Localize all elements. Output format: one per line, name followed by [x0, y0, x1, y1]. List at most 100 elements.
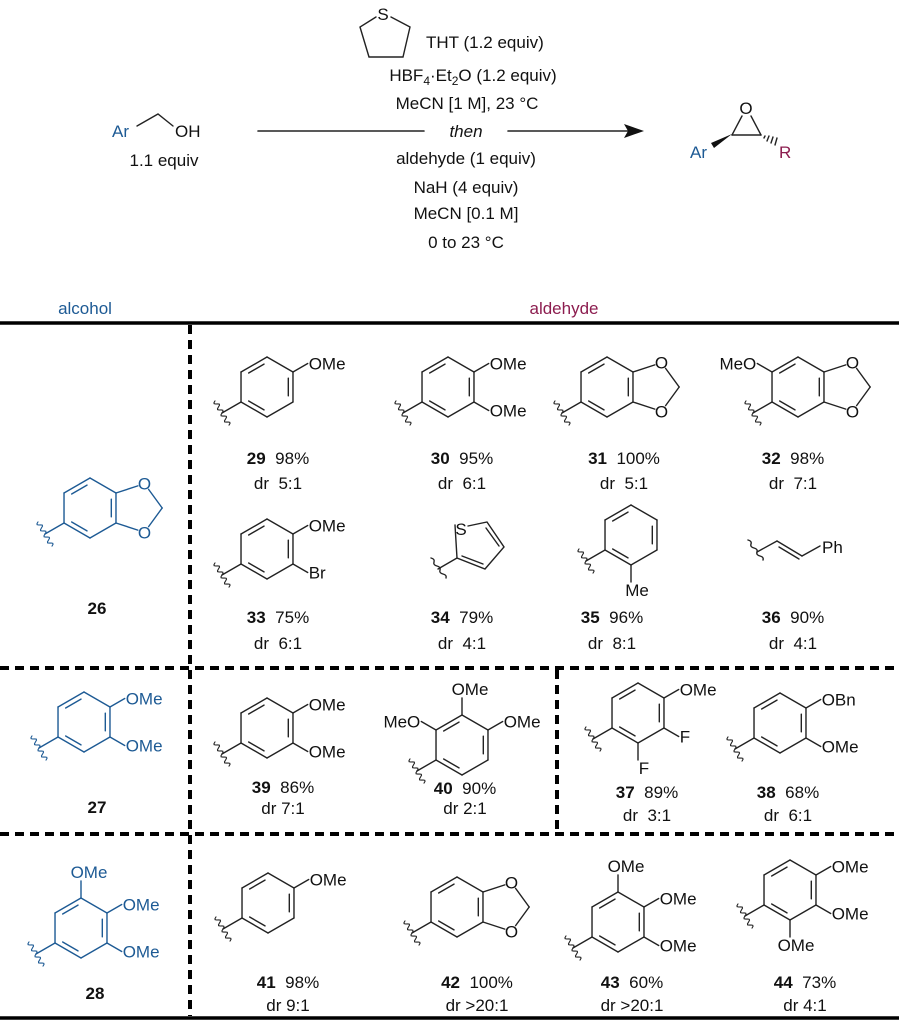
bond — [592, 727, 613, 740]
bond — [44, 522, 65, 535]
bond — [587, 363, 605, 374]
bond — [580, 356, 608, 373]
substituent-label: OMe — [309, 355, 346, 374]
bond — [473, 362, 490, 373]
tht-sulfur-atom: S — [377, 5, 388, 24]
bond — [80, 942, 108, 959]
bond — [760, 699, 778, 710]
bond — [435, 714, 463, 731]
compound-yield-line: 29 98% — [247, 449, 309, 468]
bond — [604, 549, 632, 566]
compound-yield-line: 33 75% — [247, 608, 309, 627]
bond — [823, 364, 847, 373]
substituent-label: OMe — [71, 863, 108, 882]
dr-value: dr 6:1 — [764, 806, 812, 825]
structure-34: S — [430, 520, 505, 579]
bond — [598, 935, 616, 946]
yield-value: 60% — [629, 973, 663, 992]
bond — [585, 549, 606, 562]
compound-yield-line: 40 90% — [434, 779, 496, 798]
wavy-attachment — [408, 758, 426, 784]
product-epoxide: O Ar R — [690, 99, 791, 162]
dr-value: dr 7:1 — [769, 474, 817, 493]
compound-label-27: 27 — [88, 798, 107, 817]
bond — [109, 736, 126, 747]
bond — [770, 866, 788, 877]
bond — [771, 401, 799, 418]
yield-value: 96% — [609, 608, 643, 627]
bond — [763, 904, 791, 921]
bond — [770, 903, 788, 914]
bond — [664, 386, 680, 407]
substrate-alcohol: Ar OH 1.1 equiv — [112, 113, 201, 170]
compound-number: 42 — [441, 973, 460, 992]
compound-yield-line: 37 89% — [616, 783, 678, 802]
bond — [461, 759, 489, 776]
product-ar: Ar — [690, 143, 707, 162]
substituent-label: MeO — [383, 713, 420, 732]
substituent-label: OMe — [832, 858, 869, 877]
yield-value: 68% — [785, 783, 819, 802]
compound-yield-line: 38 68% — [757, 783, 819, 802]
bond — [630, 504, 658, 521]
dr-value: dr 8:1 — [588, 634, 636, 653]
bond — [606, 401, 634, 418]
bond — [292, 703, 309, 714]
bond — [771, 356, 799, 373]
tht-label: THT (1.2 equiv) — [426, 33, 544, 52]
dr-value: dr 6:1 — [254, 634, 302, 653]
bond — [421, 401, 449, 418]
compound-label-39: 39 86%dr 7:1 — [252, 778, 314, 818]
bond — [664, 367, 680, 388]
bond — [221, 563, 242, 576]
yield-value: 73% — [802, 973, 836, 992]
substituent-label: OBn — [822, 691, 856, 710]
bond — [241, 917, 269, 934]
bond — [855, 386, 871, 407]
dr-value: dr 4:1 — [438, 634, 486, 653]
bond — [487, 720, 504, 731]
bond — [763, 859, 791, 876]
wavy-attachment — [744, 400, 762, 426]
substituent-label: OMe — [452, 680, 489, 699]
compound-label-41: 41 98%dr 9:1 — [257, 973, 319, 1015]
bond — [428, 400, 446, 411]
compound-number: 39 — [252, 778, 271, 797]
bond — [115, 522, 139, 531]
bond — [109, 697, 126, 708]
bond — [106, 942, 123, 953]
compound-yield-line: 28 — [86, 984, 105, 1003]
structure-35: Me — [577, 504, 658, 600]
bond — [447, 401, 475, 418]
bond — [57, 736, 85, 753]
bond — [106, 903, 123, 914]
compound-label-42: 42 100%dr >20:1 — [441, 973, 513, 1015]
substituent-label: F — [639, 759, 649, 778]
yield-value: 98% — [275, 449, 309, 468]
yield-value: 100% — [469, 973, 512, 992]
ring-oxygen-label: O — [655, 402, 668, 421]
wedge-bond — [711, 134, 732, 148]
bond — [292, 524, 309, 535]
bond — [442, 758, 460, 769]
compound-number: 44 — [774, 973, 793, 992]
bond — [80, 897, 108, 914]
compound-label-43: 43 60%dr >20:1 — [601, 973, 664, 1015]
bond — [247, 562, 265, 573]
step2-aldehyde: aldehyde (1 equiv) — [396, 149, 536, 168]
bond — [461, 714, 489, 731]
bond — [54, 942, 82, 959]
bond — [789, 904, 817, 921]
bond — [147, 488, 163, 509]
bond — [580, 401, 608, 418]
bond — [734, 737, 755, 750]
substituent-label: OMe — [680, 681, 717, 700]
bond — [402, 401, 423, 414]
compound-label-26: 26 — [88, 599, 107, 618]
ring-oxygen-label: O — [505, 874, 518, 893]
substituent-label: OMe — [123, 896, 160, 915]
compound-number: 32 — [762, 449, 781, 468]
